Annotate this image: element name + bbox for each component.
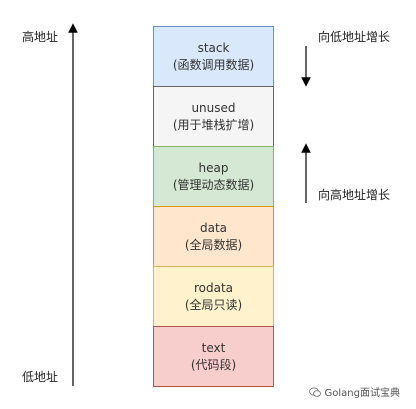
segment-description: (管理动态数据): [172, 177, 255, 192]
segment-heap: heap (管理动态数据): [153, 146, 274, 207]
watermark: Golang面试宝典: [308, 384, 400, 399]
segment-unused: unused (用于堆栈扩增): [153, 86, 274, 147]
segment-name: heap: [198, 160, 229, 175]
segment-description: (代码段): [190, 357, 237, 372]
grow-down-label: 向低地址增长: [318, 30, 391, 44]
segment-data: data (全局数据): [153, 206, 274, 267]
watermark-text: Golang面试宝典: [324, 388, 400, 399]
segment-name: unused: [191, 100, 236, 115]
wechat-icon: [308, 386, 321, 397]
segment-name: rodata: [193, 280, 234, 295]
high-address-label: 高地址: [22, 30, 59, 44]
segment-description: (全局数据): [184, 237, 243, 252]
segment-name: text: [201, 340, 226, 355]
segment-rodata: rodata (全局只读): [153, 266, 274, 327]
segment-description: (用于堆栈扩增): [172, 117, 255, 132]
grow-up-label: 向高地址增长: [318, 188, 391, 202]
segment-stack: stack (函数调用数据): [153, 26, 274, 87]
segment-description: (函数调用数据): [172, 57, 255, 72]
segment-name: data: [199, 220, 228, 235]
segment-text: text (代码段): [153, 326, 274, 387]
segment-name: stack: [197, 40, 230, 55]
segment-description: (全局只读): [184, 297, 243, 312]
low-address-label: 低地址: [22, 370, 59, 384]
